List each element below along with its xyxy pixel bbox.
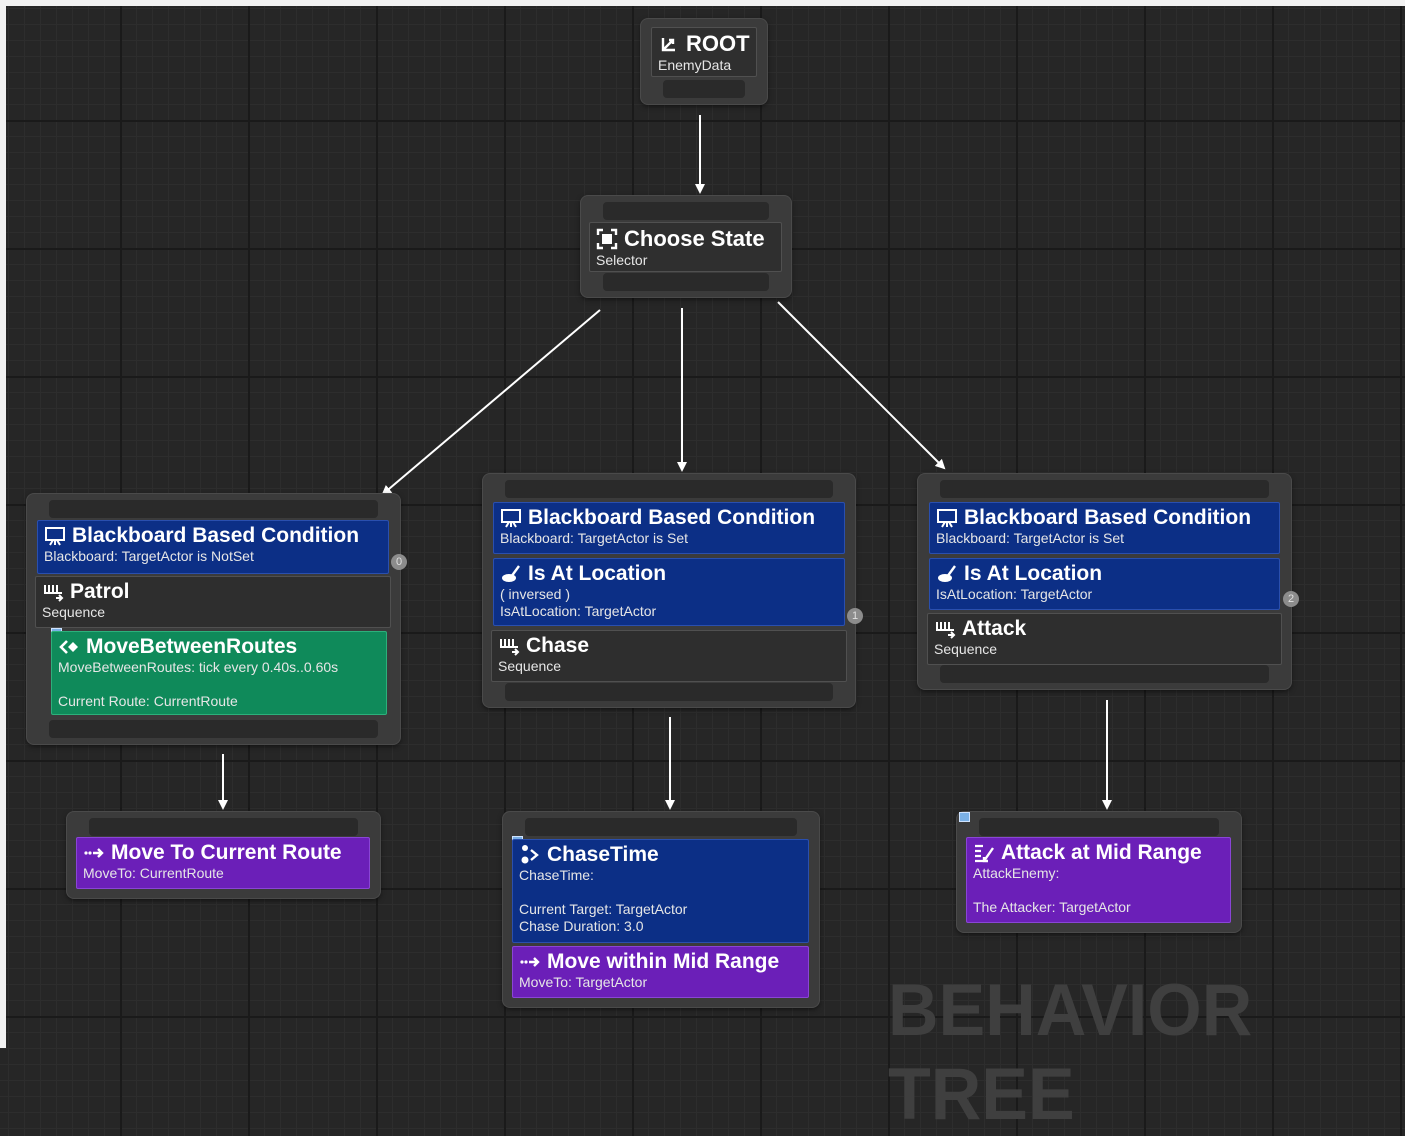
task-input-pin[interactable]: [525, 818, 797, 836]
service-line1: MoveBetweenRoutes: tick every 0.40s..0.6…: [58, 659, 339, 675]
move-between-routes-service[interactable]: MoveBetweenRoutes MoveBetweenRoutes: tic…: [51, 631, 387, 715]
move-within-mid-range-task[interactable]: Move within Mid Range MoveTo: TargetActo…: [512, 946, 809, 998]
mid-location-line2: IsAtLocation: TargetActor: [500, 603, 657, 619]
choose-state-node[interactable]: Choose State Selector: [581, 196, 791, 297]
execution-order-badge: 2: [1283, 591, 1299, 607]
task-left-title: Move To Current Route: [111, 841, 342, 864]
service-line2: Current Route: CurrentRoute: [58, 693, 238, 709]
choose-state-input-pin[interactable]: [603, 202, 769, 220]
link-choose-to-right: [777, 301, 946, 470]
task-mid-title: Move within Mid Range: [547, 950, 780, 973]
behavior-tree-watermark: BEHAVIOR TREE: [888, 969, 1253, 1135]
task-input-pin[interactable]: [89, 818, 358, 836]
chase-time-service[interactable]: ChaseTime ChaseTime: Current Target: Tar…: [512, 839, 809, 943]
patrol-input-pin[interactable]: [49, 500, 378, 518]
task-left-subtitle: MoveTo: CurrentRoute: [83, 865, 224, 881]
patrol-composite[interactable]: Patrol Sequence: [35, 576, 391, 628]
mid-blackboard-decorator[interactable]: Blackboard Based Condition Blackboard: T…: [493, 502, 845, 554]
connection-lines: [218, 115, 1112, 810]
mid-is-at-location-decorator[interactable]: Is At Location ( inversed ) IsAtLocation…: [493, 558, 845, 626]
blackboard-icon: [500, 507, 522, 529]
sequence-icon: [934, 618, 956, 640]
attack-at-mid-range-task[interactable]: Attack at Mid Range AttackEnemy: The Att…: [966, 837, 1231, 923]
choose-state-subtitle: Selector: [596, 252, 648, 268]
left-blackboard-decorator[interactable]: Blackboard Based Condition Blackboard: T…: [37, 520, 389, 574]
chase-time-line1: ChaseTime:: [519, 867, 594, 883]
blackboard-icon: [936, 507, 958, 529]
chase-node[interactable]: Blackboard Based Condition Blackboard: T…: [483, 474, 863, 707]
left-decorator-title: Blackboard Based Condition: [72, 524, 360, 547]
attack-composite[interactable]: Attack Sequence: [927, 613, 1282, 665]
right-decorator-detail: Blackboard: TargetActor is Set: [936, 530, 1125, 546]
right-is-at-location-decorator[interactable]: Is At Location IsAtLocation: TargetActor: [929, 558, 1280, 610]
mid-decorator-title: Blackboard Based Condition: [528, 506, 816, 529]
moveto-icon: [519, 951, 541, 973]
service-title: MoveBetweenRoutes: [86, 635, 298, 658]
patrol-node[interactable]: Blackboard Based Condition Blackboard: T…: [27, 494, 407, 744]
task-marker-icon: [959, 812, 970, 822]
attack-node[interactable]: Blackboard Based Condition Blackboard: T…: [918, 474, 1299, 689]
execution-order-badge: 0: [391, 554, 407, 570]
attack-subtitle: Sequence: [934, 641, 998, 657]
chase-time-line2: Current Target: TargetActor: [519, 901, 688, 917]
attack-output-pin[interactable]: [940, 665, 1269, 683]
attack-at-mid-range-node[interactable]: Attack at Mid Range AttackEnemy: The Att…: [957, 812, 1241, 932]
task-right-line1: AttackEnemy:: [973, 865, 1060, 881]
root-node[interactable]: ROOT EnemyData: [641, 19, 767, 104]
move-to-current-route-task[interactable]: Move To Current Route MoveTo: CurrentRou…: [76, 837, 370, 889]
task-right-title: Attack at Mid Range: [1001, 841, 1202, 864]
attack-title: Attack: [962, 617, 1027, 640]
chase-output-pin[interactable]: [505, 683, 833, 701]
chase-composite[interactable]: Chase Sequence: [491, 630, 847, 682]
location-icon: [500, 563, 522, 585]
right-blackboard-decorator[interactable]: Blackboard Based Condition Blackboard: T…: [929, 502, 1280, 554]
link-choose-to-left: [381, 309, 601, 496]
sequence-icon: [42, 581, 64, 603]
root-subtitle: EnemyData: [658, 57, 732, 73]
chase-input-pin[interactable]: [505, 480, 833, 498]
chase-time-title: ChaseTime: [547, 843, 659, 866]
move-within-mid-range-node[interactable]: ChaseTime ChaseTime: Current Target: Tar…: [503, 812, 819, 1007]
location-icon: [936, 563, 958, 585]
task-input-pin[interactable]: [979, 818, 1219, 836]
move-to-current-route-node[interactable]: Move To Current Route MoveTo: CurrentRou…: [67, 812, 380, 898]
attack-task-icon: [973, 842, 995, 864]
choose-state-title: Choose State: [624, 226, 765, 251]
right-decorator-title: Blackboard Based Condition: [964, 506, 1252, 529]
right-location-line1: IsAtLocation: TargetActor: [936, 586, 1093, 602]
root-title: ROOT: [686, 31, 750, 56]
task-right-line2: The Attacker: TargetActor: [973, 899, 1131, 915]
left-decorator-detail: Blackboard: TargetActor is NotSet: [44, 548, 254, 564]
execution-order-badge: 1: [847, 608, 863, 624]
mid-decorator-detail: Blackboard: TargetActor is Set: [500, 530, 689, 546]
choose-state-header: Choose State Selector: [589, 222, 782, 272]
sequence-icon: [498, 635, 520, 657]
chase-subtitle: Sequence: [498, 658, 562, 674]
blackboard-icon: [44, 525, 66, 547]
right-location-title: Is At Location: [964, 562, 1103, 585]
moveto-icon: [83, 842, 105, 864]
selector-icon: [596, 228, 618, 250]
root-icon: [658, 33, 680, 55]
attack-input-pin[interactable]: [940, 480, 1269, 498]
chase-time-icon: [519, 844, 541, 866]
mid-location-title: Is At Location: [528, 562, 667, 585]
root-header: ROOT EnemyData: [651, 27, 757, 77]
task-mid-subtitle: MoveTo: TargetActor: [519, 974, 648, 990]
patrol-title: Patrol: [70, 580, 130, 603]
patrol-output-pin[interactable]: [49, 720, 378, 738]
mid-location-line1: ( inversed ): [500, 586, 571, 602]
chase-title: Chase: [526, 634, 590, 657]
service-icon: [58, 636, 80, 658]
root-output-pin[interactable]: [663, 80, 745, 98]
chase-time-line3: Chase Duration: 3.0: [519, 918, 644, 934]
patrol-subtitle: Sequence: [42, 604, 106, 620]
choose-state-output-pin[interactable]: [603, 273, 769, 291]
